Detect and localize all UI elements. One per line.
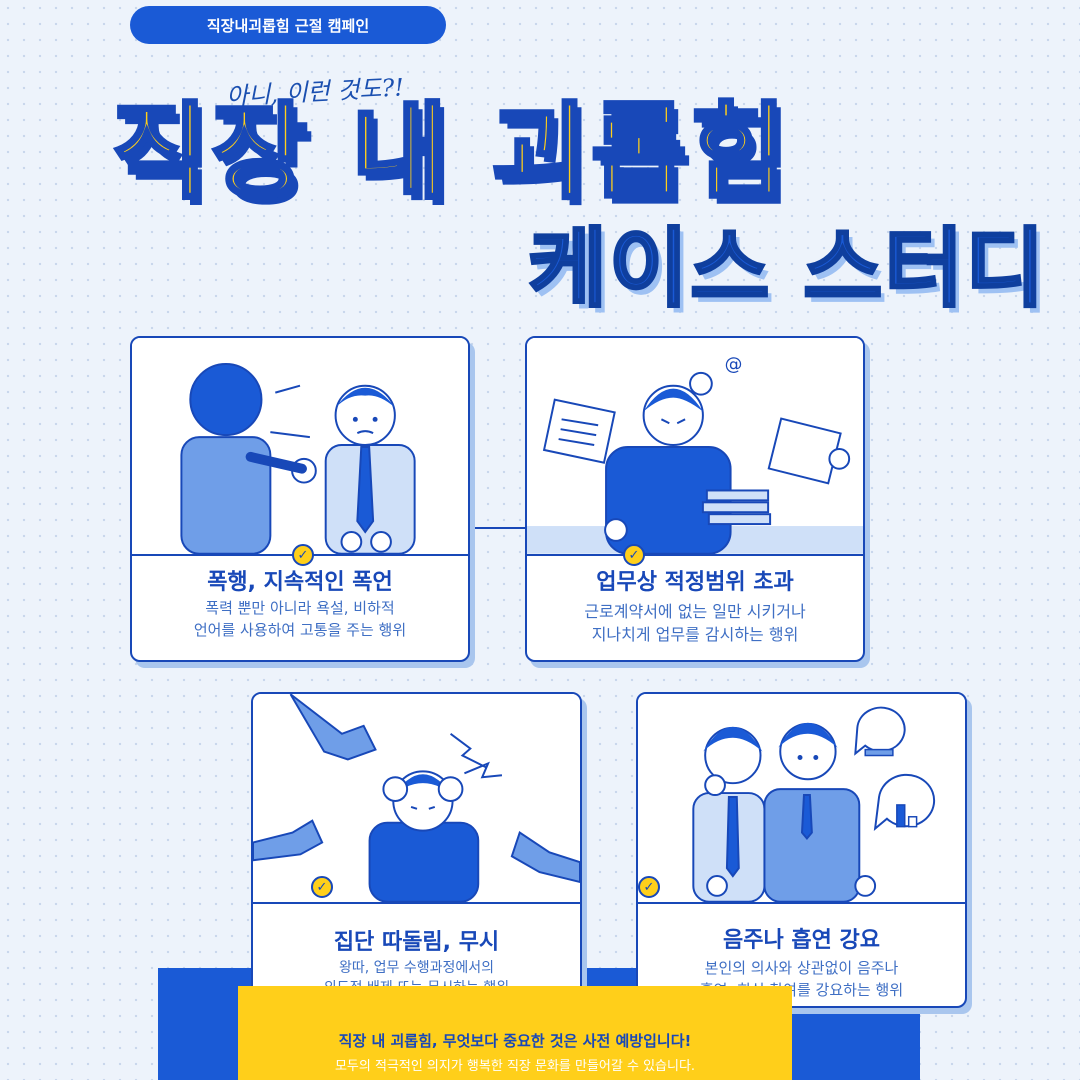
check-circle-icon: ✓: [638, 876, 660, 898]
svg-text:@: @: [725, 354, 743, 375]
card-title: 폭행, 지속적인 폭언: [207, 570, 393, 595]
card-description: 근로계약서에 없는 일만 시키거나 지나치게 업무를 감시하는 행위: [584, 602, 806, 645]
card-title: 업무상 적정범위 초과: [596, 570, 794, 595]
case-card-forced-drinking: ✓ 음주나 흡연 강요 본인의 의사와 상관없이 음주나 흡연, 회식 참여를 …: [636, 692, 967, 1008]
card-title: 집단 따돌림, 무시: [333, 930, 500, 955]
check-circle-icon: ✓: [292, 544, 314, 566]
ostracism-illustration: [253, 694, 580, 904]
case-card-overwork: @ ✓ 업무상 적정범위 초과 근로계약서에 없는 일만 시키거나 지나치게 업…: [525, 336, 865, 662]
card-title: 음주나 흡연 강요: [723, 928, 880, 953]
case-card-ostracism: ✓ 집단 따돌림, 무시 왕따, 업무 수행과정에서의 의도적 배제 또는 무시…: [251, 692, 582, 1008]
card-connector: [470, 527, 532, 529]
violence-illustration: [132, 338, 468, 556]
check-circle-icon: ✓: [311, 876, 333, 898]
footer-message-main: 직장 내 괴롭힘, 무엇보다 중요한 것은 사전 예방입니다!: [338, 1032, 692, 1050]
card-description: 폭력 뿐만 아니라 욕설, 비하적 언어를 사용하여 고통을 주는 행위: [193, 599, 407, 639]
case-card-violence: ✓ 폭행, 지속적인 폭언 폭력 뿐만 아니라 욕설, 비하적 언어를 사용하여…: [130, 336, 470, 662]
footer-message-sub: 모두의 적극적인 의지가 행복한 직장 문화를 만들어갈 수 있습니다.: [334, 1059, 696, 1074]
footer-message-box: [238, 986, 792, 1080]
overwork-illustration: @: [527, 338, 863, 556]
check-circle-icon: ✓: [623, 544, 645, 566]
page-title-sub: 케이스 스터디: [527, 219, 1047, 319]
forced-drinking-illustration: [638, 694, 965, 904]
campaign-badge: 직장내괴롭힘 근절 캠페인: [130, 6, 446, 44]
page-title: 직장 내 괴롭힘: [110, 91, 791, 213]
